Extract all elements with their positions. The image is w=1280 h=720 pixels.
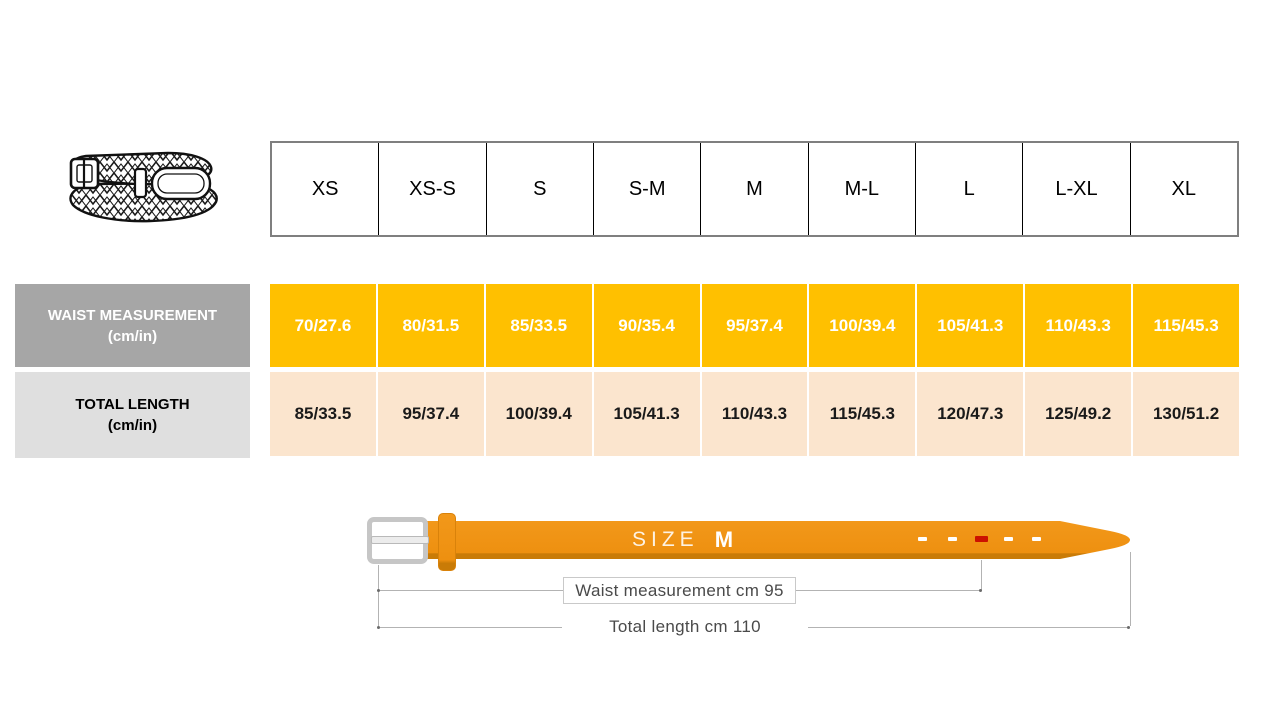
size-header-cell-m: M [700,143,807,235]
total-length-row: 85/33.5 95/37.4 100/39.4 105/41.3 110/43… [270,372,1240,456]
braided-belt-icon [69,151,218,223]
size-word-label: SIZE [632,528,699,551]
length-value-cell: 130/51.2 [1133,372,1240,456]
length-value-cell: 105/41.3 [593,372,700,456]
length-label-line2: (cm/in) [107,417,158,434]
size-header-cell-xs: XS [311,177,339,200]
waist-measurement-row: 70/27.6 80/31.5 85/33.5 90/35.4 95/37.4 … [270,284,1240,367]
waist-value-cell: 80/31.5 [377,284,484,367]
waist-value-cell: 110/43.3 [1025,284,1132,367]
waist-value-cell: 115/45.3 [1133,284,1240,367]
size-header-cell-s: S [485,143,593,235]
size-header-cell-xss: XS-S [378,143,485,235]
waist-value-cell: 100/39.4 [809,284,916,367]
length-value-cell: 95/37.4 [377,372,484,456]
size-header-cell-xl: XL [1129,143,1237,235]
belt-keeper-icon [438,513,456,571]
waist-label-line1: WAIST MEASUREMENT [47,306,218,324]
length-value-cell: 110/43.3 [701,372,808,456]
size-header-cell-lxl: L-XL [1022,143,1129,235]
belt-hole-selected-icon [975,536,988,542]
length-value-cell: 120/47.3 [917,372,1024,456]
waist-value-cell: 70/27.6 [270,284,376,367]
total-length-dimension-label: Total length cm 110 [562,614,808,640]
belt-hole-icon [918,537,927,541]
waist-measurement-row-label: WAIST MEASUREMENT (cm/in) [15,284,250,367]
belt-hole-icon [948,537,957,541]
size-value-label: M [714,527,735,552]
waist-value-cell: 85/33.5 [485,284,592,367]
length-label-line1: TOTAL LENGTH [75,396,190,413]
belt-buckle-prong-icon [371,536,429,544]
dimension-dot [377,626,380,629]
belt-strap-illustration [424,521,1130,559]
size-header-cell-ml: M-L [807,143,915,235]
length-value-cell: 100/39.4 [485,372,592,456]
waist-value-cell: 90/35.4 [593,284,700,367]
belt-hole-icon [1004,537,1013,541]
dimension-dot [377,589,380,592]
length-value-cell: 85/33.5 [270,372,376,456]
total-length-row-label: TOTAL LENGTH (cm/in) [15,372,250,458]
waist-value-cell: 105/41.3 [917,284,1024,367]
guide-line-tip [1130,552,1131,626]
dimension-dot [1127,626,1130,629]
size-header-cell-sm: S-M [592,143,700,235]
waist-label-line2: (cm/in) [107,327,158,345]
belt-size-text: SIZE M [632,521,734,559]
size-header-cell-l: L [914,143,1022,235]
guide-line-buckle [378,565,379,626]
size-header-row: XS XS-S S S-M M M-L L L-XL XL [270,141,1239,237]
dimension-dot [979,589,982,592]
length-value-cell: 115/45.3 [809,372,916,456]
belt-hole-icon [1032,537,1041,541]
guide-line-hole [981,560,982,590]
length-value-cell: 125/49.2 [1025,372,1132,456]
waist-value-cell: 95/37.4 [701,284,808,367]
waist-dimension-label: Waist measurement cm 95 [563,577,796,604]
